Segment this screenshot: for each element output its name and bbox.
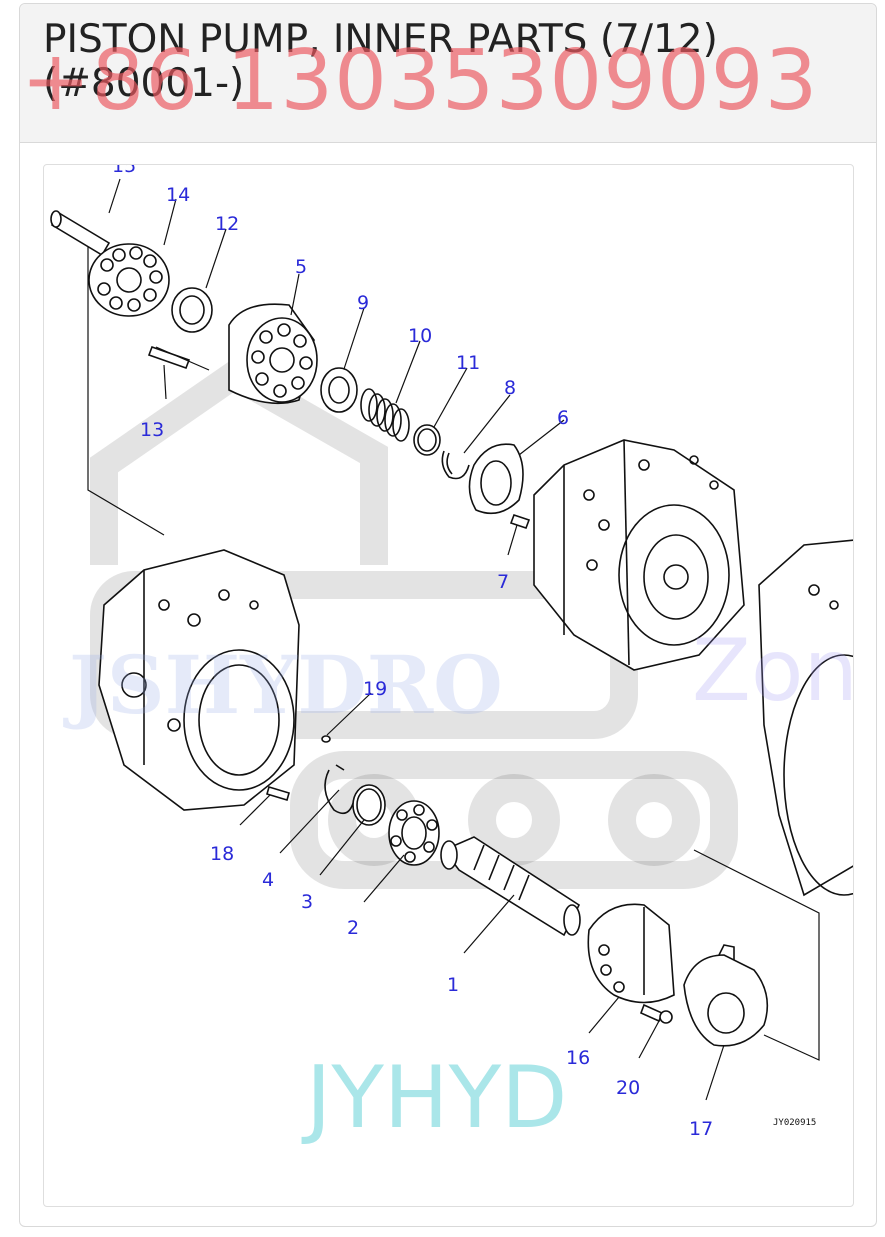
part-6-valve-plate <box>468 443 524 515</box>
callout-6[interactable]: 6 <box>557 407 569 429</box>
part-7-pin <box>509 513 531 530</box>
callout-15[interactable]: 15 <box>112 165 136 177</box>
part-8-snap-ring <box>441 450 470 480</box>
card-header: PISTON PUMP, INNER PARTS (7/12) (#80001-… <box>20 4 876 143</box>
pump-housing-far-right <box>758 539 853 897</box>
pump-housing-left <box>98 549 300 811</box>
part-13-pin <box>147 345 191 370</box>
callout-17[interactable]: 17 <box>689 1118 713 1140</box>
part-19-pin <box>321 735 331 743</box>
part-10-spring <box>360 388 410 442</box>
callout-12[interactable]: 12 <box>215 213 239 235</box>
callout-18[interactable]: 18 <box>210 843 234 865</box>
callout-10[interactable]: 10 <box>408 325 432 347</box>
diagram-panel: JSHYDRO Zong JYHYD 15 14 12 5 9 10 11 8 … <box>43 164 854 1207</box>
part-20-bolt <box>639 1003 673 1024</box>
part-15-sleeve <box>50 210 111 257</box>
callout-14[interactable]: 14 <box>166 184 190 206</box>
part-17-cradle <box>683 944 769 1047</box>
callout-20[interactable]: 20 <box>616 1077 640 1099</box>
callout-8[interactable]: 8 <box>504 377 516 399</box>
page-title: PISTON PUMP, INNER PARTS (7/12) (#80001-… <box>43 17 718 106</box>
part-16-swash-plate <box>587 903 675 1004</box>
callouts: 15 14 12 5 9 10 11 8 6 13 7 19 18 4 3 2 … <box>112 165 713 1140</box>
callout-16[interactable]: 16 <box>566 1047 590 1069</box>
watermark-jyhyd: JYHYD <box>301 1048 567 1148</box>
part-3-ring <box>352 784 386 826</box>
part-2-bearing <box>388 800 440 866</box>
callout-11[interactable]: 11 <box>456 352 480 374</box>
watermark-zong: Zong <box>692 621 854 721</box>
part-1-shaft <box>440 836 581 937</box>
callout-2[interactable]: 2 <box>347 917 359 939</box>
parts-card: PISTON PUMP, INNER PARTS (7/12) (#80001-… <box>19 3 877 1227</box>
callout-3[interactable]: 3 <box>301 891 313 913</box>
callout-5[interactable]: 5 <box>295 256 307 278</box>
callout-4[interactable]: 4 <box>262 869 274 891</box>
exploded-view-diagram: JSHYDRO Zong JYHYD 15 14 12 5 9 10 11 8 … <box>50 165 854 1148</box>
leader-lines <box>108 178 725 1101</box>
phone-watermark: +86 13035309093 <box>21 32 819 129</box>
drawing-ref-code: JY020915 <box>773 1118 816 1128</box>
part-11-ring <box>413 424 441 456</box>
watermark-jshydro: JSHYDRO <box>63 638 503 732</box>
part-drawings <box>50 178 853 1101</box>
pump-housing-right <box>533 439 745 671</box>
part-14-retainer-plate <box>88 243 170 317</box>
part-4-snap-ring <box>324 764 355 815</box>
callout-7[interactable]: 7 <box>497 571 509 593</box>
callout-19[interactable]: 19 <box>363 678 387 700</box>
callout-9[interactable]: 9 <box>357 292 369 314</box>
assembly-lines <box>87 247 820 1061</box>
part-5-cylinder-block <box>228 303 318 405</box>
callout-1[interactable]: 1 <box>447 974 459 996</box>
part-12-ring <box>171 287 213 333</box>
part-9-collar <box>320 367 358 413</box>
callout-13[interactable]: 13 <box>140 419 164 441</box>
part-18-pin <box>266 786 290 801</box>
